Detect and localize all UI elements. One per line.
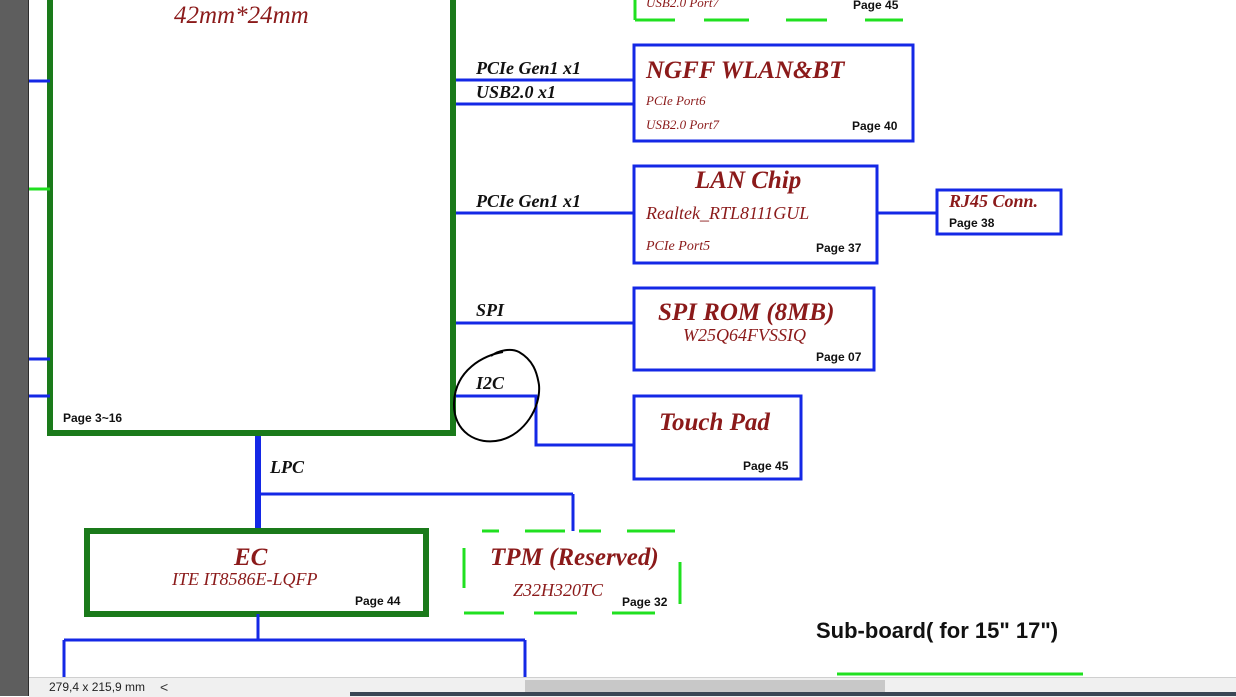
wlan-title: NGFF WLAN&BT (646, 57, 845, 84)
bottom-edge-strip (350, 692, 1236, 696)
spi-rom-page-ref: Page 07 (816, 350, 862, 364)
bus-i2c: I2C (476, 373, 505, 393)
lan-port: PCIe Port5 (646, 239, 711, 254)
wlan-page-ref: Page 40 (852, 119, 898, 133)
tpm-page-ref: Page 32 (622, 595, 668, 609)
spi-rom-chip: W25Q64FVSSIQ (683, 325, 806, 345)
bus-wlan-pcie: PCIe Gen1 x1 (476, 58, 581, 78)
top-port-label: USB2.0 Port7 (646, 0, 719, 10)
subboard-label: Sub-board( for 15" 17") (816, 618, 1059, 643)
tpm-title: TPM (Reserved) (490, 544, 659, 571)
rj45-title: RJ45 Conn. (949, 191, 1039, 211)
touchpad-block (632, 394, 803, 481)
ec-chip: ITE IT8586E-LQFP (172, 569, 318, 589)
lan-page-ref: Page 37 (816, 241, 862, 255)
lan-chip: Realtek_RTL8111GUL (646, 203, 810, 223)
spi-rom-block (632, 286, 876, 372)
horizontal-scrollbar-thumb[interactable] (525, 680, 885, 692)
touchpad-title: Touch Pad (659, 409, 770, 436)
wlan-block (632, 43, 915, 143)
tpm-block (462, 529, 682, 615)
touchpad-page-ref: Page 45 (743, 459, 789, 473)
page-size-indicator: 279,4 x 215,9 mm (49, 680, 146, 694)
bus-lan-pcie: PCIe Gen1 x1 (476, 191, 581, 211)
bus-wlan-usb: USB2.0 x1 (476, 82, 557, 102)
spi-rom-title: SPI ROM (8MB) (658, 299, 835, 326)
top-page-ref: Page 45 (853, 0, 899, 12)
soc-page-ref: Page 3~16 (63, 411, 123, 425)
wlan-port2: USB2.0 Port7 (646, 117, 719, 132)
tpm-chip: Z32H320TC (513, 580, 604, 600)
scroll-left-button[interactable]: < (160, 679, 169, 695)
ec-page-ref: Page 44 (355, 594, 401, 608)
annotation-circle (452, 348, 541, 443)
wlan-port1: PCIe Port6 (646, 93, 706, 108)
bus-lpc: LPC (270, 457, 304, 477)
soc-size-label: 42mm*24mm (174, 2, 309, 29)
ec-title: EC (234, 544, 268, 571)
left-gutter (0, 0, 29, 696)
lan-title: LAN Chip (695, 167, 802, 194)
bus-spi: SPI (476, 300, 505, 320)
rj45-page-ref: Page 38 (949, 216, 995, 230)
schematic-canvas: 42mm*24mm Page 3~16 USB2.0 Port7 Page 45… (29, 0, 1236, 677)
schematic-lines (29, 0, 1083, 677)
rj45-block (935, 188, 1063, 236)
soc-block (47, 0, 456, 436)
